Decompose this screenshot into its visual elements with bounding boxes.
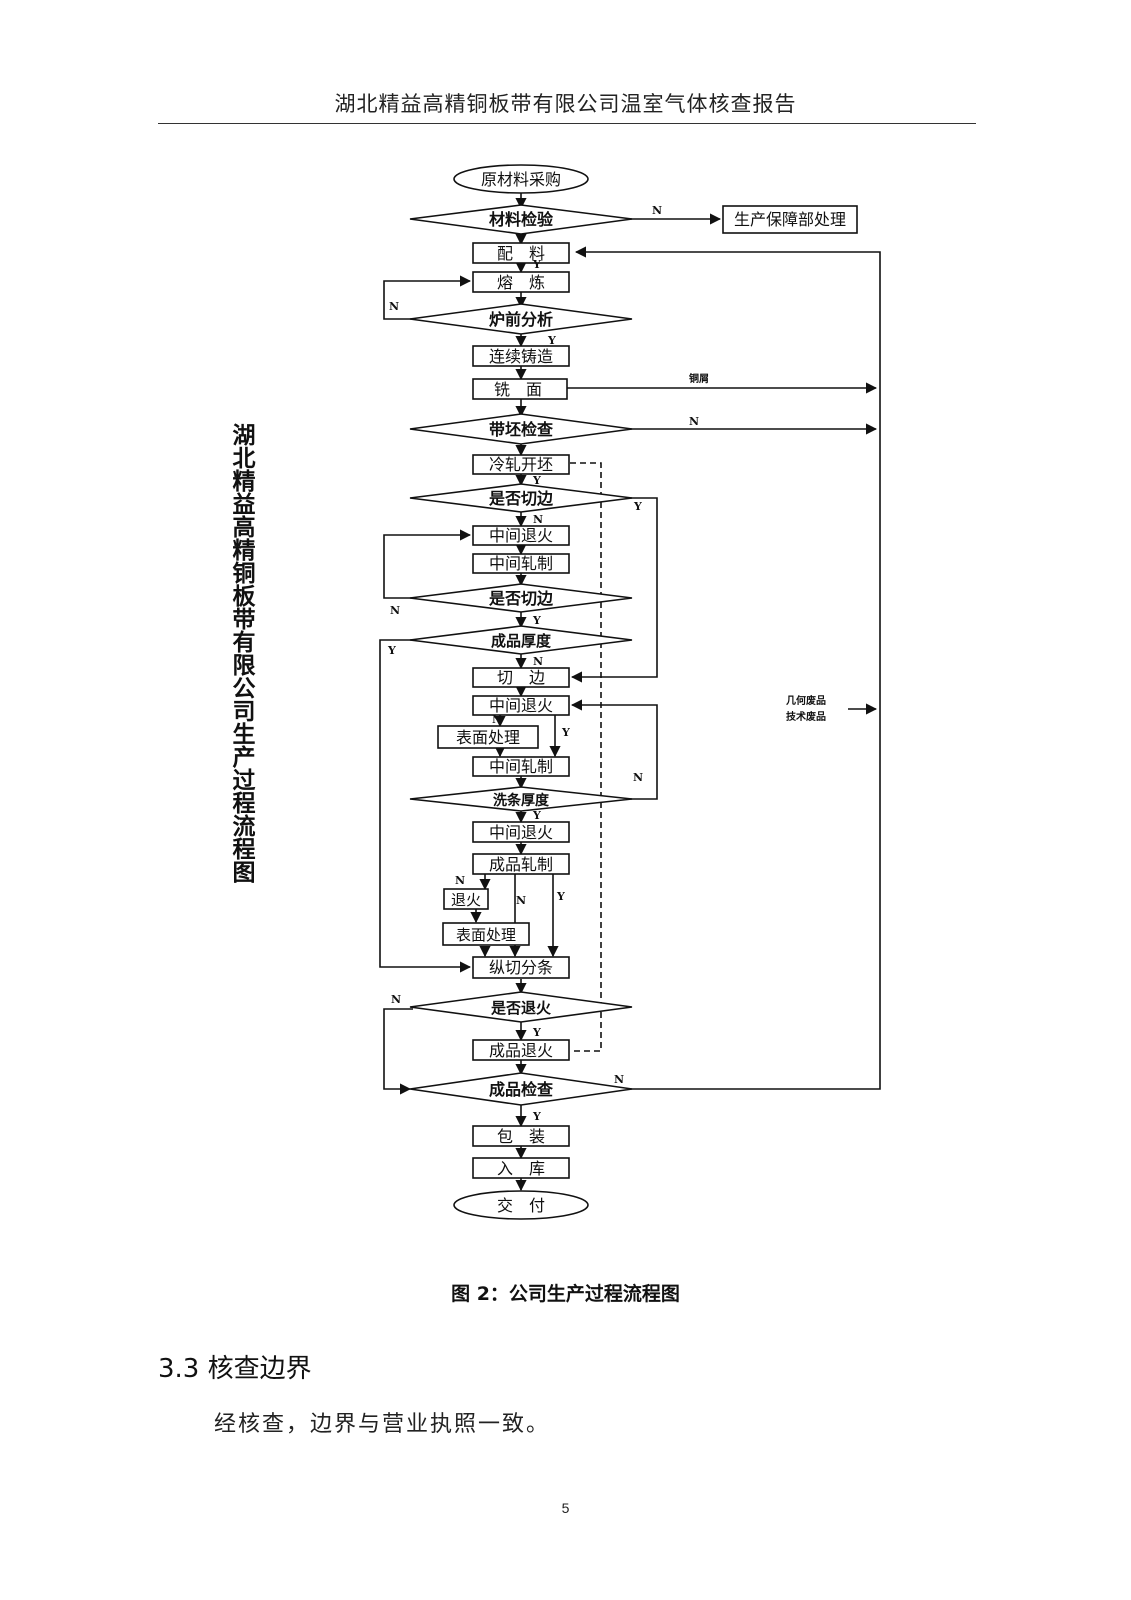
label-packing: 包 装 — [497, 1127, 545, 1146]
branch-n-strip: N — [689, 415, 699, 428]
label-edge-trim-q2: 是否切边 — [488, 589, 554, 608]
label-mid-roll-2: 中间轧制 — [489, 757, 553, 776]
decision-wash-thickness — [409, 786, 633, 812]
header-rule — [158, 123, 976, 124]
branch-n-finalroll-a: N — [455, 874, 465, 887]
annotation-copper-scrap: 铜屑 — [689, 372, 709, 385]
branch-n-material: N — [652, 204, 662, 217]
box-final-anneal — [472, 1039, 570, 1061]
box-anneal — [443, 888, 489, 910]
branch-y-strip: Y — [532, 474, 541, 487]
label-wash-thickness-q: 洗条厚度 — [493, 792, 550, 809]
box-slitting — [472, 956, 570, 979]
label-final-check: 成品检查 — [489, 1080, 553, 1099]
branch-y-finalroll: Y — [556, 890, 565, 903]
label-cold-roll: 冷轧开坯 — [489, 455, 553, 474]
box-packing — [472, 1125, 570, 1147]
branch-n-finalroll-b: N — [516, 894, 526, 907]
label-delivery: 交 付 — [497, 1196, 545, 1215]
box-cold-roll — [472, 454, 570, 475]
branch-y-thickness: Y — [387, 644, 396, 657]
decision-strip-check — [409, 413, 633, 445]
box-mid-roll-2 — [472, 756, 570, 777]
branch-y-wash: Y — [532, 809, 541, 822]
label-final-anneal: 成品退火 — [489, 1041, 553, 1060]
box-smelting — [472, 271, 570, 293]
label-edge-trim-q1: 是否切边 — [488, 489, 554, 508]
decision-thickness — [409, 625, 633, 655]
box-production-support — [722, 205, 858, 234]
branch-y-finalcheck: Y — [532, 1110, 541, 1123]
node-purchase-shape — [453, 164, 589, 194]
branch-n-anneal2: N — [492, 713, 502, 726]
label-strip-check: 带坯检查 — [489, 420, 553, 439]
decision-edge-trim-1 — [409, 483, 633, 513]
box-warehouse — [472, 1157, 570, 1179]
label-anneal-q: 是否退火 — [490, 999, 552, 1017]
production-flowchart: 原材料采购 生产保障部处理 配 料 熔 炼 连续铸造 铣 面 冷轧开坯 中间退火… — [379, 164, 881, 1220]
decision-edge-trim-2 — [409, 583, 633, 613]
branch-n-thickness: N — [533, 655, 543, 668]
label-purchase: 原材料采购 — [481, 170, 561, 189]
label-edge-trim: 切 边 — [497, 668, 545, 687]
branch-n-finalcheck: N — [614, 1073, 624, 1086]
box-mid-anneal-2 — [472, 695, 570, 716]
branch-y-edge1: Y — [633, 500, 642, 513]
branch-y-batching: Y — [532, 258, 541, 271]
flowchart-side-title: 湖北精益高精铜板带有限公司生产过程流程图 — [228, 423, 254, 883]
annotation-geometric-waste: 几何废品 — [786, 694, 826, 707]
branch-y-edge2: Y — [532, 614, 541, 627]
page-number: 5 — [561, 1500, 570, 1516]
label-smelting: 熔 炼 — [497, 273, 545, 292]
label-warehouse: 入 库 — [497, 1159, 545, 1178]
box-milling — [472, 378, 568, 400]
branch-y-anneal2: Y — [561, 726, 570, 739]
label-surface-treat-1: 表面处理 — [456, 728, 520, 747]
label-mid-roll-1: 中间轧制 — [489, 554, 553, 573]
branch-n-edge2: N — [390, 604, 400, 617]
section-heading: 3.3 核查边界 — [158, 1354, 312, 1384]
label-mid-anneal-2: 中间退火 — [489, 696, 553, 715]
label-production-support: 生产保障部处理 — [734, 210, 846, 229]
decision-final-check — [409, 1072, 633, 1106]
decision-material-check — [409, 204, 633, 235]
label-slitting: 纵切分条 — [489, 958, 553, 977]
label-furnace-analysis: 炉前分析 — [489, 310, 553, 329]
decision-furnace-analysis — [409, 303, 633, 335]
box-surface-treat-1 — [437, 725, 539, 749]
label-mid-anneal-1: 中间退火 — [489, 526, 553, 545]
section-body: 经核查，边界与营业执照一致。 — [214, 1412, 551, 1437]
label-continuous-casting: 连续铸造 — [489, 347, 553, 366]
flowchart-connectors — [379, 193, 881, 1192]
box-surface-treat-2 — [442, 922, 530, 946]
box-continuous-casting — [472, 345, 570, 367]
branch-n-wash: N — [633, 771, 643, 784]
branch-n-annealq: N — [391, 993, 401, 1006]
label-surface-treat-2: 表面处理 — [456, 926, 516, 944]
box-edge-trim — [472, 667, 570, 688]
branch-y-annealq: Y — [532, 1026, 541, 1039]
box-mid-anneal-3 — [472, 821, 570, 843]
label-mid-anneal-3: 中间退火 — [489, 823, 553, 842]
label-thickness-q: 成品厚度 — [491, 632, 552, 650]
branch-y-furnace: Y — [547, 334, 556, 347]
label-final-roll: 成品轧制 — [489, 855, 553, 874]
label-batching: 配 料 — [497, 244, 545, 263]
branch-n-furnace: N — [389, 300, 399, 313]
box-mid-anneal-1 — [472, 525, 570, 546]
branch-n-edge1: N — [533, 513, 543, 526]
label-material-check: 材料检验 — [489, 210, 554, 229]
figure-caption: 图 2：公司生产过程流程图 — [451, 1283, 680, 1305]
label-anneal: 退火 — [451, 891, 481, 909]
box-mid-roll-1 — [472, 553, 570, 574]
annotation-technical-waste: 技术废品 — [786, 710, 826, 723]
page-header: 湖北精益高精铜板带有限公司温室气体核查报告 — [334, 92, 797, 116]
box-final-roll — [472, 853, 570, 875]
node-delivery-shape — [453, 1190, 589, 1220]
decision-anneal — [409, 991, 633, 1023]
box-batching — [472, 242, 570, 264]
label-milling: 铣 面 — [494, 380, 542, 399]
dashed-bypass-connector — [570, 462, 602, 1052]
